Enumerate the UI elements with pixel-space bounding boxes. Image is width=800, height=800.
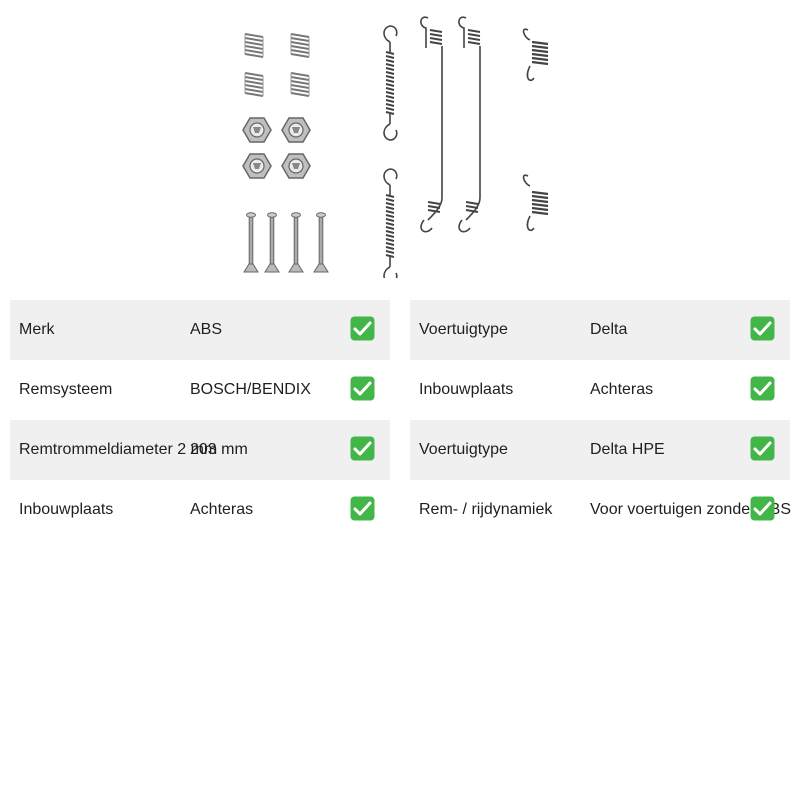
spec-value: Delta HPE (590, 441, 665, 458)
check-mark-icon (350, 496, 375, 521)
spec-table-right: Voertuigtype Delta Inbouwplaats Achteras… (410, 300, 792, 540)
spec-row: Voertuigtype Delta (410, 300, 790, 360)
spec-row: Remtrommeldiameter 2 mm 203 mm (10, 420, 390, 480)
spec-value: Achteras (190, 501, 254, 518)
spec-label: Merk (19, 321, 55, 338)
spec-value: BOSCH/BENDIX (190, 381, 311, 398)
check-mark-icon (750, 316, 775, 341)
product-image (230, 8, 570, 284)
spec-label: Inbouwplaats (419, 381, 514, 398)
check-mark-icon (350, 376, 375, 401)
check-mark-icon (750, 376, 775, 401)
spec-label: Remsysteem (19, 381, 113, 398)
check-mark-icon (750, 436, 775, 461)
spec-label: Rem- / rijdynamiek (419, 501, 553, 518)
spec-value: Voor voertuigen zonder ABS (590, 501, 792, 518)
spec-label: Voertuigtype (419, 441, 508, 458)
spec-row: Inbouwplaats Achteras (10, 480, 390, 540)
check-mark-icon (350, 436, 375, 461)
spec-value: Delta (590, 321, 628, 338)
spec-row: Remsysteem BOSCH/BENDIX (10, 360, 390, 420)
spec-value: 203 mm (190, 441, 248, 458)
check-mark-icon (750, 496, 775, 521)
spec-label: Voertuigtype (419, 321, 508, 338)
spec-row: Inbouwplaats Achteras (410, 360, 790, 420)
spec-row: Voertuigtype Delta HPE (410, 420, 790, 480)
spec-value: Achteras (590, 381, 654, 398)
spec-row: Rem- / rijdynamiek Voor voertuigen zonde… (410, 480, 792, 540)
spec-label: Remtrommeldiameter 2 mm (19, 441, 218, 458)
spec-label: Inbouwplaats (19, 501, 114, 518)
spec-row: Merk ABS (10, 300, 390, 360)
check-mark-icon (350, 316, 375, 341)
spec-table-left: Merk ABS Remsysteem BOSCH/BENDIX Remtrom… (10, 300, 390, 540)
spec-value: ABS (190, 321, 223, 338)
